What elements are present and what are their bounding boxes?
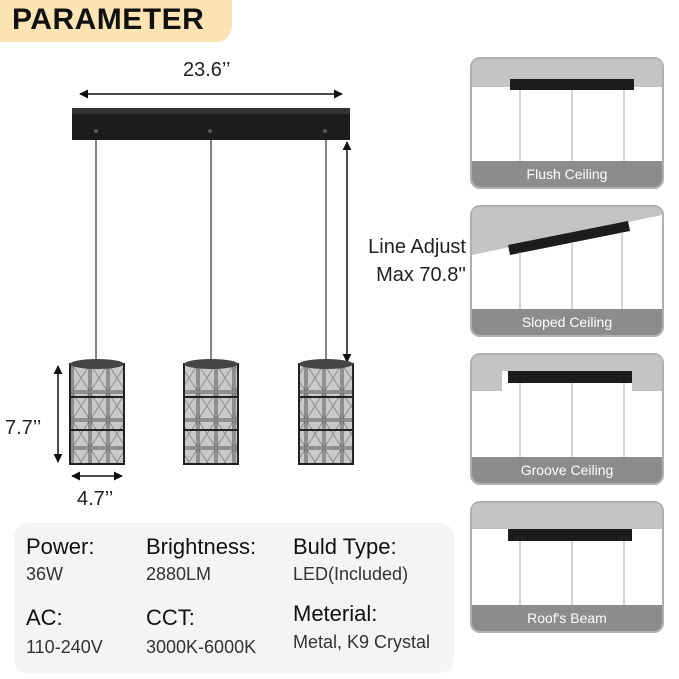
parameter-title: PARAMETER <box>12 3 205 36</box>
line-adjust-note: Line Adjust Max 70.8'' <box>346 233 466 289</box>
sloped-ceiling-illustration <box>472 207 662 335</box>
line-adjust-line2: Max 70.8'' <box>376 264 466 286</box>
width-dimension: 23.6’’ <box>183 59 231 81</box>
height-dimension: 7.7’’ <box>5 417 42 439</box>
line-adjust-line1: Line Adjust <box>368 236 466 258</box>
bulb-type-label: Buld Type: <box>293 534 397 559</box>
groove-ceiling-label: Groove Ceiling <box>472 457 662 483</box>
flush-ceiling-label: Flush Ceiling <box>472 161 662 187</box>
cct-value: 3000K-6000K <box>146 637 257 657</box>
groove-ceiling-panel: Groove Ceiling <box>470 353 664 485</box>
roof-beam-illustration <box>472 503 662 631</box>
bulb-type-value: LED(Included) <box>293 564 409 584</box>
power-value: 36W <box>26 564 64 584</box>
power-label: Power: <box>26 534 95 559</box>
brightness-value: 2880LM <box>146 564 212 584</box>
parameter-banner <box>0 0 232 42</box>
flush-ceiling-illustration <box>472 59 662 187</box>
ac-value: 110-240V <box>26 637 103 657</box>
fixture-drawing <box>53 89 354 481</box>
spec-box <box>14 523 454 673</box>
roof-beam-panel: Roof's Beam <box>470 501 664 633</box>
sloped-ceiling-label: Sloped Ceiling <box>472 309 662 335</box>
flush-ceiling-panel: Flush Ceiling <box>470 57 664 189</box>
material-value: Metal, K9 Crystal <box>293 632 431 652</box>
ac-label: AC: <box>26 605 63 630</box>
diameter-dimension: 4.7’’ <box>77 488 114 510</box>
cct-label: CCT: <box>146 605 195 630</box>
roof-beam-label: Roof's Beam <box>472 605 662 631</box>
brightness-label: Brightness: <box>146 534 257 559</box>
material-label: Meterial: <box>293 601 378 626</box>
sloped-ceiling-panel: Sloped Ceiling <box>470 205 664 337</box>
